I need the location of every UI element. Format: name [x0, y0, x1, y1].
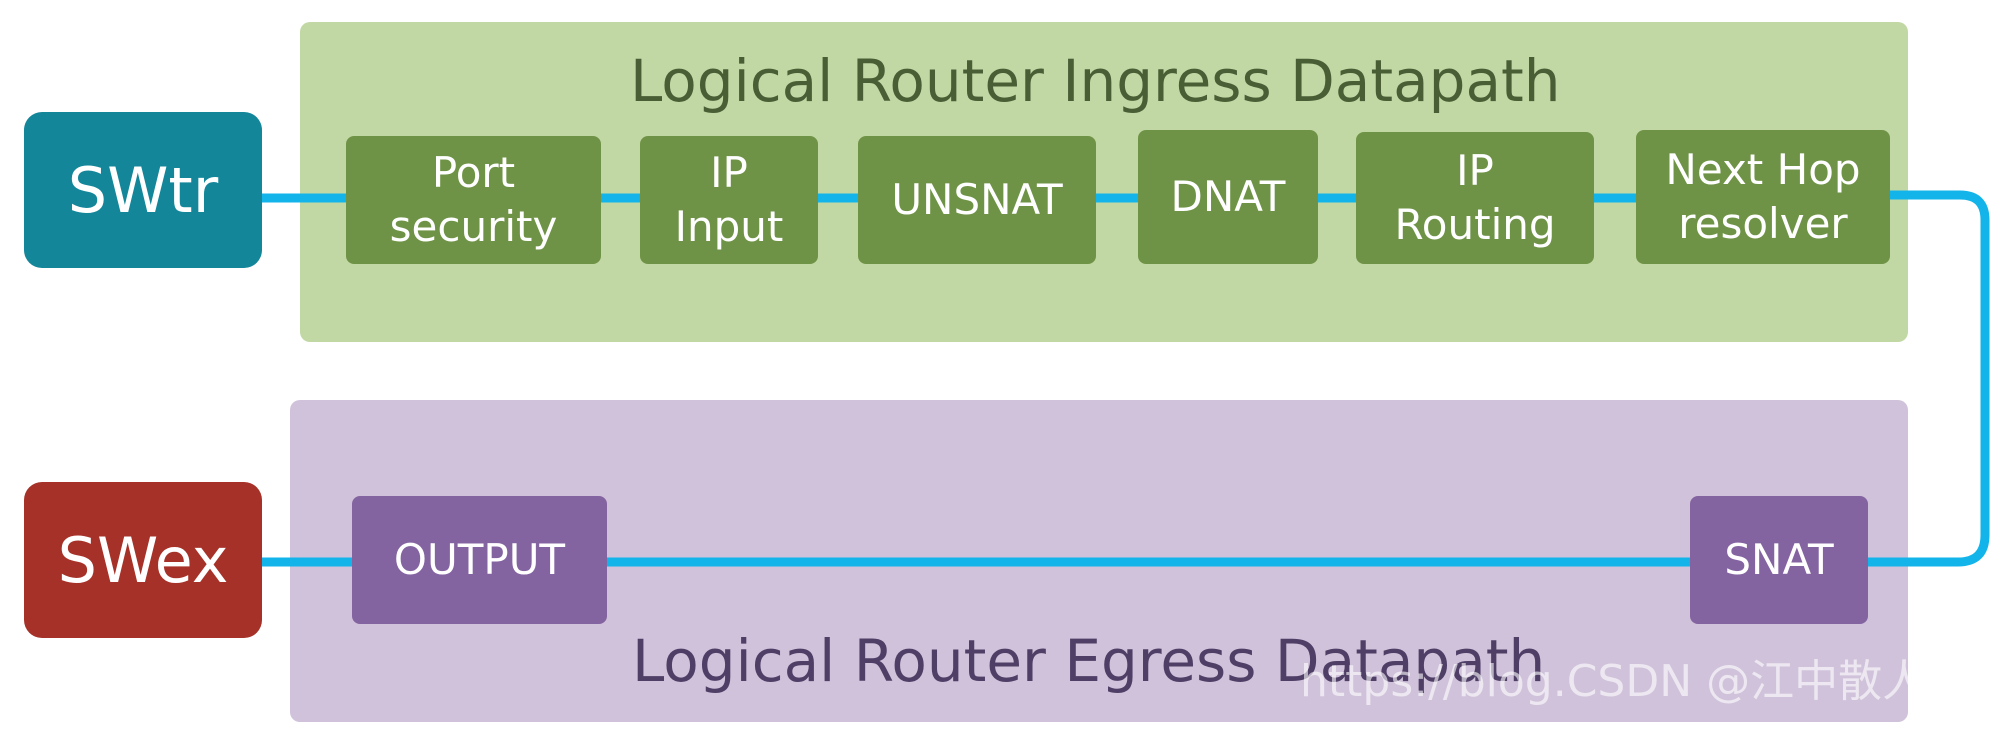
stage-ip-routing: IP Routing	[1356, 132, 1594, 264]
connector-next-hop-snat	[1863, 190, 1990, 567]
stage-output: OUTPUT	[352, 496, 607, 624]
egress-title: Logical Router Egress Datapath	[632, 627, 1546, 695]
swex-node: SWex	[24, 482, 262, 638]
stage-unsnat: UNSNAT	[858, 136, 1096, 264]
stage-dnat: DNAT	[1138, 130, 1318, 264]
ingress-title: Logical Router Ingress Datapath	[630, 47, 1561, 115]
stage-ip-input: IP Input	[640, 136, 818, 264]
stage-snat: SNAT	[1690, 496, 1868, 624]
stage-port-security: Port security	[346, 136, 601, 264]
swtr-node: SWtr	[24, 112, 262, 268]
stage-next-hop-resolver: Next Hop resolver	[1636, 130, 1890, 264]
watermark: https://blog.CSDN @江中散人	[1300, 656, 1927, 707]
